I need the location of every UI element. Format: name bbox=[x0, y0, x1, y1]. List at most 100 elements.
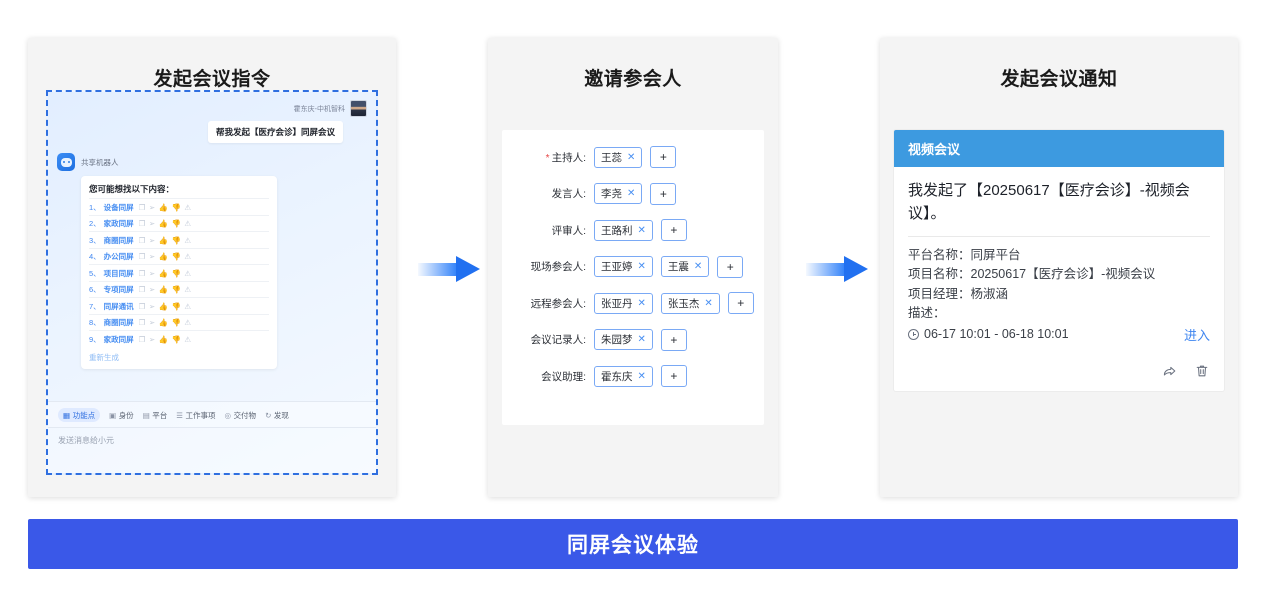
remove-participant-icon[interactable]: ✕ bbox=[637, 224, 646, 236]
participant-tag[interactable]: 李尧✕ bbox=[594, 183, 643, 204]
thumbs-down-icon[interactable]: 👎 bbox=[171, 334, 181, 344]
remove-participant-icon[interactable]: ✕ bbox=[637, 370, 646, 382]
participant-tag[interactable]: 王蕊✕ bbox=[594, 146, 643, 168]
copy-icon[interactable]: ❐ bbox=[138, 252, 146, 261]
thumbs-up-icon[interactable]: 👍 bbox=[158, 252, 169, 261]
share-icon[interactable] bbox=[1162, 363, 1178, 379]
participant-tag[interactable]: 霍东庆✕ bbox=[594, 365, 653, 387]
notice-card-body: 我发起了【20250617【医疗会诊】-视频会议】。 平台名称：同屏平台项目名称… bbox=[894, 167, 1224, 354]
send-icon[interactable]: ➢ bbox=[148, 268, 156, 278]
send-icon[interactable]: ➢ bbox=[148, 219, 156, 228]
chat-tool-发现[interactable]: ↻发现 bbox=[265, 410, 289, 421]
thumbs-down-icon[interactable]: 👎 bbox=[171, 202, 181, 212]
remove-participant-icon[interactable]: ✕ bbox=[693, 261, 703, 272]
participant-tag[interactable]: 朱园梦 ✕ bbox=[594, 329, 653, 350]
add-participant-button[interactable]: + bbox=[660, 365, 687, 387]
chat-input-area[interactable]: 发送消息给小元 bbox=[48, 427, 376, 473]
enter-link[interactable]: 进入 bbox=[1183, 327, 1210, 343]
suggestion-item[interactable]: 1、设备同屏❐➢👍👎⚠ bbox=[89, 198, 269, 215]
thumbs-down-icon[interactable]: 👎 bbox=[171, 252, 181, 261]
send-icon[interactable]: ➢ bbox=[148, 252, 156, 261]
suggestion-item[interactable]: 8、商圈同屏❐➢👍👎⚠ bbox=[89, 313, 269, 331]
chat-tool-功能点[interactable]: ▦功能点 bbox=[58, 408, 101, 422]
participant-tag[interactable]: 王路利✕ bbox=[594, 219, 653, 241]
copy-icon[interactable]: ❐ bbox=[138, 301, 146, 311]
remove-participant-icon[interactable]: ✕ bbox=[637, 261, 646, 272]
suggestion-label: 专项同屏 bbox=[103, 285, 134, 294]
send-icon[interactable]: ➢ bbox=[148, 235, 156, 245]
suggestion-item[interactable]: 4、办公同屏❐➢👍👎⚠ bbox=[89, 247, 269, 265]
suggestion-item[interactable]: 2、家政同屏❐➢👍👎⚠ bbox=[89, 214, 269, 232]
report-icon[interactable]: ⚠ bbox=[184, 252, 192, 261]
chat-tool-平台[interactable]: ▤平台 bbox=[143, 410, 168, 421]
thumbs-up-icon[interactable]: 👍 bbox=[158, 219, 169, 228]
participant-tag[interactable]: 张玉杰✕ bbox=[660, 292, 720, 314]
send-icon[interactable]: ➢ bbox=[148, 285, 156, 294]
thumbs-up-icon[interactable]: 👍 bbox=[158, 235, 169, 245]
thumbs-down-icon[interactable]: 👎 bbox=[171, 301, 181, 311]
send-icon[interactable]: ➢ bbox=[148, 301, 156, 311]
add-participant-button[interactable]: + bbox=[650, 146, 677, 168]
thumbs-down-icon[interactable]: 👎 bbox=[171, 235, 181, 245]
suggestion-actions: ❐➢👍👎⚠ bbox=[139, 203, 191, 212]
notice-time-text: 06-17 10:01 - 06-18 10:01 bbox=[924, 327, 1069, 341]
chat-scroll-area[interactable]: 霍东庆-中机智科 帮我发起【医疗会诊】同屏会议 共享机器人 您可能想找以下内容：… bbox=[48, 92, 376, 390]
thumbs-up-icon[interactable]: 👍 bbox=[158, 318, 169, 327]
participant-tag[interactable]: 张亚丹✕ bbox=[594, 292, 653, 314]
chat-tool-工作事项[interactable]: ☰工作事项 bbox=[176, 410, 215, 421]
report-icon[interactable]: ⚠ bbox=[184, 268, 192, 278]
suggestion-item[interactable]: 9、家政同屏❐➢👍👎⚠ bbox=[89, 330, 269, 347]
thumbs-up-icon[interactable]: 👍 bbox=[158, 268, 169, 278]
suggestion-actions: ❐➢👍👎⚠ bbox=[139, 269, 191, 278]
remove-participant-icon[interactable]: ✕ bbox=[704, 297, 713, 309]
copy-icon[interactable]: ❐ bbox=[138, 235, 146, 245]
remove-participant-icon[interactable]: ✕ bbox=[637, 297, 646, 309]
form-row: *主持人:王蕊✕ + bbox=[502, 146, 754, 168]
add-participant-button[interactable]: + bbox=[660, 328, 687, 351]
send-icon[interactable]: ➢ bbox=[148, 202, 156, 212]
add-participant-button[interactable]: + bbox=[660, 219, 687, 241]
form-row-label: *主持人: bbox=[502, 150, 594, 165]
add-participant-button[interactable]: + bbox=[727, 292, 754, 314]
report-icon[interactable]: ⚠ bbox=[184, 219, 192, 228]
remove-participant-icon[interactable]: ✕ bbox=[627, 151, 636, 163]
thumbs-down-icon[interactable]: 👎 bbox=[171, 318, 181, 327]
trash-icon[interactable] bbox=[1194, 363, 1210, 379]
report-icon[interactable]: ⚠ bbox=[184, 318, 192, 327]
send-icon[interactable]: ➢ bbox=[148, 318, 156, 327]
copy-icon[interactable]: ❐ bbox=[138, 219, 146, 228]
thumbs-up-icon[interactable]: 👍 bbox=[158, 334, 169, 344]
report-icon[interactable]: ⚠ bbox=[184, 301, 192, 311]
participant-name: 朱园梦 bbox=[601, 334, 633, 346]
participant-tag[interactable]: 王亚婷✕ bbox=[594, 256, 653, 277]
regenerate-link[interactable]: 重新生成 bbox=[89, 352, 119, 362]
thumbs-down-icon[interactable]: 👎 bbox=[171, 285, 181, 294]
copy-icon[interactable]: ❐ bbox=[138, 318, 146, 327]
report-icon[interactable]: ⚠ bbox=[184, 285, 192, 294]
participant-tag[interactable]: 王震✕ bbox=[660, 256, 710, 277]
remove-participant-icon[interactable]: ✕ bbox=[637, 334, 646, 345]
thumbs-up-icon[interactable]: 👍 bbox=[158, 301, 169, 311]
report-icon[interactable]: ⚠ bbox=[184, 202, 192, 212]
chat-tool-身份[interactable]: ▣身份 bbox=[109, 410, 134, 421]
send-icon[interactable]: ➢ bbox=[148, 334, 156, 344]
copy-icon[interactable]: ❐ bbox=[138, 202, 146, 212]
thumbs-down-icon[interactable]: 👎 bbox=[171, 268, 181, 278]
suggestion-item[interactable]: 5、项目同屏❐➢👍👎⚠ bbox=[89, 264, 269, 281]
chat-tool-交付物[interactable]: ◎交付物 bbox=[225, 410, 257, 421]
suggestion-item[interactable]: 7、同屏通讯❐➢👍👎⚠ bbox=[89, 297, 269, 314]
thumbs-down-icon[interactable]: 👎 bbox=[171, 219, 181, 228]
report-icon[interactable]: ⚠ bbox=[184, 334, 192, 344]
copy-icon[interactable]: ❐ bbox=[138, 334, 146, 344]
report-icon[interactable]: ⚠ bbox=[184, 235, 192, 245]
suggestion-label: 家政同屏 bbox=[103, 334, 134, 344]
copy-icon[interactable]: ❐ bbox=[138, 268, 146, 278]
thumbs-up-icon[interactable]: 👍 bbox=[158, 285, 169, 294]
suggestion-item[interactable]: 3、商圈同屏❐➢👍👎⚠ bbox=[89, 231, 269, 248]
add-participant-button[interactable]: + bbox=[650, 182, 677, 205]
copy-icon[interactable]: ❐ bbox=[138, 285, 146, 294]
remove-participant-icon[interactable]: ✕ bbox=[627, 188, 636, 199]
suggestion-item[interactable]: 6、专项同屏❐➢👍👎⚠ bbox=[89, 280, 269, 298]
thumbs-up-icon[interactable]: 👍 bbox=[158, 202, 169, 212]
add-participant-button[interactable]: + bbox=[717, 255, 744, 278]
